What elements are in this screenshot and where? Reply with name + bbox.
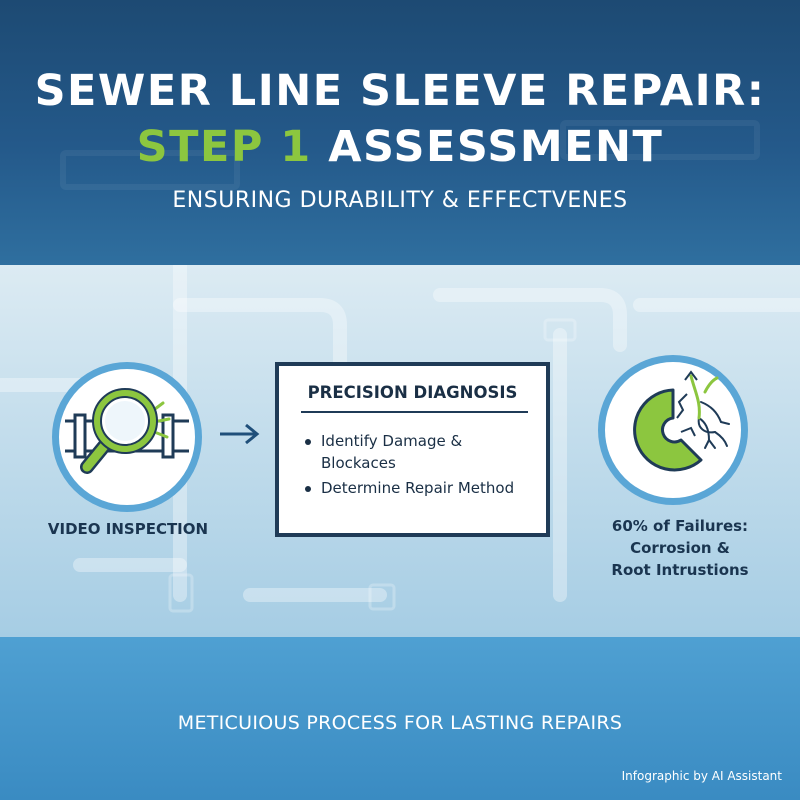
corroded-pipe-with-roots-icon [633,370,730,472]
diagnosis-list: Identify Damage & Blockaces Determine Re… [301,430,536,502]
assessment-section: VIDEO INSPECTION PRECISION DIAGNOSIS Ide… [0,265,800,637]
title-line-1: SEWER LINE SLEEVE REPAIR: [34,66,766,116]
credit-text: Infographic by AI Assistant [621,769,782,783]
failure-label-line: 60% of Failures: [611,517,749,535]
list-item: Determine Repair Method [301,477,536,499]
card-title: PRECISION DIAGNOSIS [307,383,518,402]
card-divider [301,411,528,413]
header-banner: SEWER LINE SLEEVE REPAIR: STEP 1 ASSESSM… [0,0,800,265]
tagline: METICUIOUS PROCESS FOR LASTING REPAIRS [177,712,623,734]
failure-causes-label: 60% of Failures: Corrosion & Root Intrus… [560,515,800,581]
magnifier-over-pipe-icon [65,388,189,474]
video-inspection-label: VIDEO INSPECTION [47,520,209,538]
list-item: Identify Damage & Blockaces [301,430,536,474]
title-step: STEP 1 [136,122,312,172]
failure-label-line: Root Intrustions [611,561,749,579]
subtitle: ENSURING DURABILITY & EFFECTVENES [172,188,628,213]
arrow-right-icon [220,423,260,445]
failure-causes-badge [598,355,748,505]
background-pipe-shape [560,120,760,160]
failure-label-line: Corrosion & [630,539,730,557]
background-pipe-shape [60,150,240,190]
video-inspection-badge [52,362,202,512]
title-line-2: STEP 1 ASSESSMENT [0,122,800,172]
footer-banner: METICUIOUS PROCESS FOR LASTING REPAIRS I… [0,637,800,800]
precision-diagnosis-card: PRECISION DIAGNOSIS Identify Damage & Bl… [275,362,550,537]
title-step-name: ASSESSMENT [311,122,664,172]
